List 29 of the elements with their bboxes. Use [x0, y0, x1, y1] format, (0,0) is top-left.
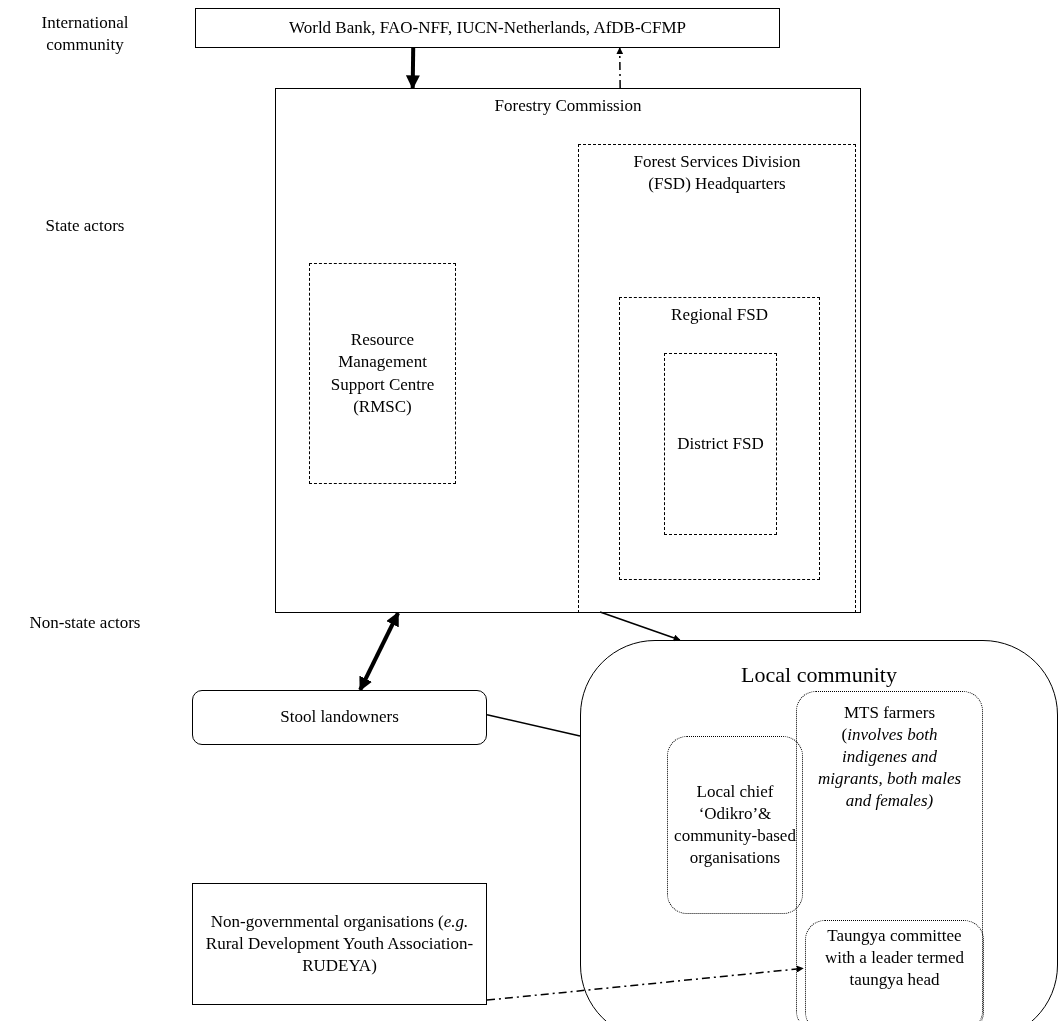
arrow	[358, 611, 400, 692]
node-box	[195, 8, 780, 48]
node-box	[309, 263, 456, 484]
arrow	[486, 965, 804, 1001]
arrow	[616, 47, 624, 89]
group-title: Local community	[740, 661, 898, 689]
node-label: World Bank, FAO-NFF, IUCN-Netherlands, AfDB-CFMP	[289, 16, 686, 39]
node-label: District FSD	[677, 432, 764, 455]
node-label: Resource Management Support Centre (RMSC)	[329, 329, 436, 418]
node-label: Stool landowners	[280, 706, 399, 729]
arrow	[405, 47, 420, 90]
group-title: Regional FSD	[670, 304, 769, 326]
node-label: Taungya committee with a leader termed taungya head	[823, 925, 966, 992]
connector-line	[486, 714, 581, 737]
group-title: Forest Services Division (FSD) Headquarters	[632, 151, 802, 196]
group-box	[275, 88, 861, 613]
group-title: MTS farmers (involves both indigenes and migrants, both males and females)	[816, 702, 963, 813]
group-title: Forestry Commission	[493, 95, 643, 117]
group-box	[619, 297, 820, 580]
group-box	[578, 144, 856, 613]
row-label: Non-state actors	[28, 612, 142, 634]
node-label: Local chief ‘Odikro’& community-based organisations	[673, 780, 797, 870]
node-box	[664, 353, 777, 535]
row-label: International community	[40, 12, 130, 57]
arrow	[599, 611, 681, 642]
node-box	[192, 883, 487, 1005]
node-label: Non-governmental organisations (e.g. Rural Development Youth Association-RUDEYA)	[204, 910, 475, 978]
node-box	[192, 690, 487, 745]
row-label: State actors	[44, 215, 126, 237]
